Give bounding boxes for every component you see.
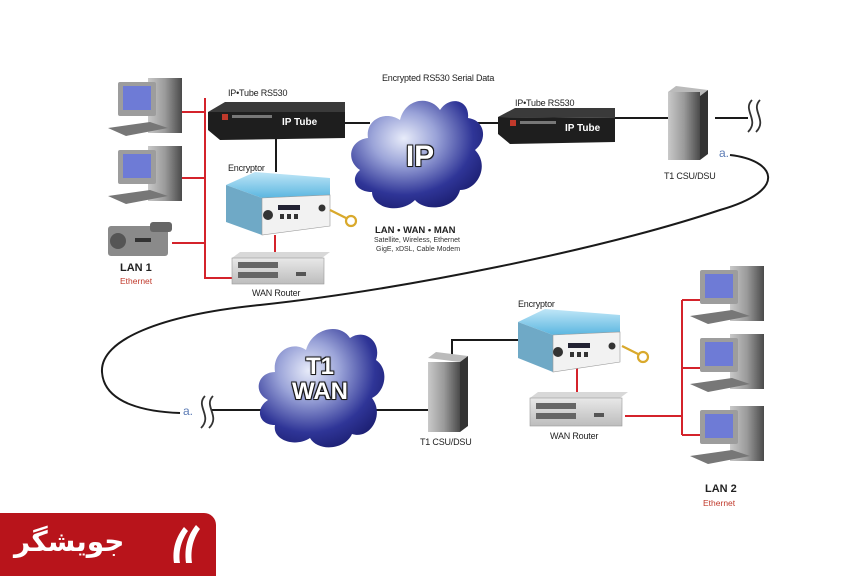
ip-tube-right-front-text: IP Tube <box>565 123 601 134</box>
link-csu-encryptor <box>451 339 518 357</box>
pc-lan1-1 <box>108 78 182 136</box>
t1-cloud-label-line2: WAN <box>292 378 348 405</box>
ip-cloud-caption-line1: Satellite, Wireless, Ethernet <box>374 237 460 244</box>
ip-cloud-label: IP <box>405 140 435 173</box>
csu-dsu-top <box>668 86 708 160</box>
watermark-logo: جویشگر <box>0 513 216 576</box>
lan1-name: LAN 1 <box>120 262 152 274</box>
wan-router-bottom-label: WAN Router <box>550 431 599 441</box>
pc-lan2-2 <box>690 334 764 392</box>
video-camera <box>108 222 172 256</box>
ip-tube-left <box>208 102 345 140</box>
ip-cloud-caption-line2: GigE, xDSL, Cable Modem <box>376 246 461 253</box>
ip-cloud <box>351 100 484 209</box>
lan1-links <box>172 98 276 279</box>
ip-cloud-caption-title: LAN • WAN • MAN <box>375 225 456 236</box>
t1-cloud-label-line1: T1 <box>305 353 334 380</box>
encryptor-top-label: Encryptor <box>228 163 265 173</box>
long-t1-loop <box>100 154 770 414</box>
ip-tube-left-front-text: IP Tube <box>282 117 318 128</box>
csu-dsu-bottom <box>428 352 468 432</box>
line-break-icon <box>200 395 215 429</box>
encryptor-top <box>226 172 331 236</box>
lan1-type: Ethernet <box>120 276 153 286</box>
key-icon <box>329 209 358 228</box>
wan-router-bottom <box>529 392 628 427</box>
lan2-type: Ethernet <box>703 498 736 508</box>
ip-tube-left-label: IP•Tube RS530 <box>228 88 288 98</box>
t1-wan-cloud <box>258 328 385 448</box>
line-break-icon <box>747 99 762 133</box>
pc-lan2-3 <box>690 406 764 464</box>
diagram-title: Encrypted RS530 Serial Data <box>382 73 495 83</box>
wan-router-top-label: WAN Router <box>252 288 301 298</box>
csu-dsu-bottom-label: T1 CSU/DSU <box>420 437 472 447</box>
ip-tube-right <box>498 108 615 144</box>
pc-lan1-2 <box>108 146 182 204</box>
marker-a-bottom-left: a. <box>183 404 194 418</box>
encryptor-bottom-label: Encryptor <box>518 299 555 309</box>
pc-lan2-1 <box>690 266 764 324</box>
ip-tube-right-label: IP•Tube RS530 <box>515 98 575 108</box>
marker-a-top-right: a. <box>719 146 730 160</box>
watermark-text: جویشگر <box>14 525 125 558</box>
lan1-bus <box>204 98 235 279</box>
key-icon <box>621 345 650 364</box>
encryptor-bottom <box>518 309 621 373</box>
lan2-name: LAN 2 <box>705 483 737 495</box>
logo-mark-icon <box>173 525 200 563</box>
csu-dsu-top-label: T1 CSU/DSU <box>664 171 716 181</box>
wan-links <box>100 117 770 414</box>
wan-router-top <box>231 252 330 285</box>
